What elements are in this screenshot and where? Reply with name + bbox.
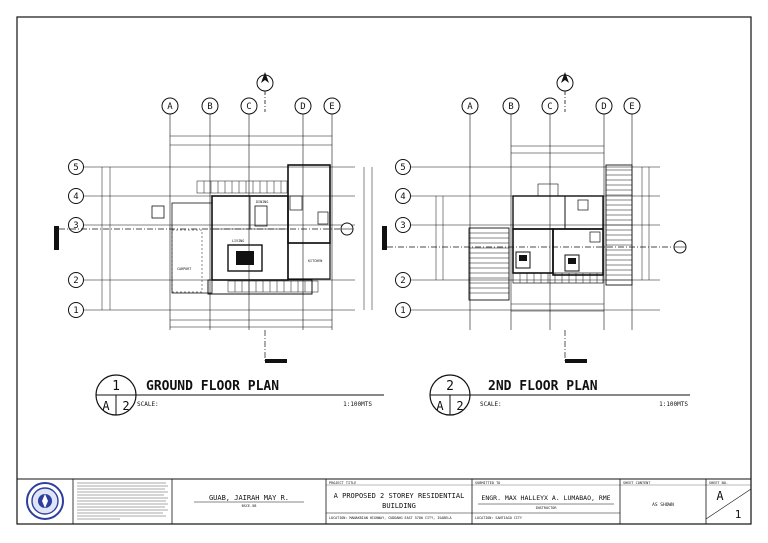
dimension-lines (101, 135, 373, 328)
grid-number-2: 2 (400, 276, 405, 286)
north-arrow-icon (256, 72, 274, 112)
grid-number-4: 4 (73, 192, 78, 202)
room-label-carport: CARPORT (177, 267, 191, 271)
grid-number-3: 3 (400, 221, 405, 231)
second-floor-title: 2 A 2 2ND FLOOR PLAN SCALE: 1:100MTS (429, 374, 690, 416)
section-mark-left (54, 226, 59, 250)
plan-sheet-number-2: 2 (456, 399, 463, 413)
section-mark-bottom (265, 359, 287, 363)
grid-letter-c: C (547, 102, 552, 112)
grid-number-bubbles-2: 5 4 3 2 1 (395, 159, 411, 318)
grid-number-5: 5 (73, 163, 78, 173)
submitted-location: LOCATION: SANTIAGO CITY (475, 516, 522, 520)
plan-number-2: 2 (446, 379, 454, 394)
grid-number-4: 4 (400, 192, 405, 202)
grid-letter-e: E (329, 102, 334, 112)
grid-letter-a: A (167, 102, 173, 112)
grid-letter-bubbles: A B C D E (161, 97, 341, 115)
designer-name: GUAB, JAIRAH MAY R. (209, 494, 289, 502)
plan-number-1: 1 (112, 379, 120, 394)
grid-number-1: 1 (73, 306, 78, 316)
north-arrow-icon (556, 72, 574, 112)
dimension-lines-2 (435, 145, 650, 312)
second-floor-walls (512, 183, 604, 284)
grid-letter-e: E (629, 102, 634, 112)
project-title-label: PROJECT TITLE (329, 481, 356, 485)
grid-letter-d: D (601, 102, 606, 112)
roof-hatch-left (468, 227, 510, 301)
room-label-dining: DINING (256, 200, 268, 204)
sheet-number: 1 (735, 508, 742, 521)
grid-number-3: 3 (73, 221, 78, 231)
grid-number-bubbles: 5 4 3 2 1 (68, 159, 84, 318)
ground-floor-walls (171, 164, 331, 295)
plan-scale-label-2: SCALE: (480, 401, 502, 408)
plan-sheet-number-1: 2 (122, 399, 129, 413)
plan-scale-label-1: SCALE: (137, 401, 159, 408)
carport-area (171, 229, 203, 293)
plan-title-ground: GROUND FLOOR PLAN (146, 379, 279, 394)
grid-letter-c: C (246, 102, 251, 112)
horizontal-gridlines (84, 166, 355, 311)
sheet-border (16, 16, 752, 525)
plan-scale-value-1: 1:100MTS (343, 401, 372, 408)
grid-letter-b: B (508, 102, 513, 112)
sheet-content-label: SHEET CONTENT (623, 481, 651, 485)
submitted-role: INSTRUCTOR (535, 506, 557, 510)
horizontal-gridlines-2 (411, 166, 660, 311)
submitted-to: ENGR. MAX HALLEYX A. LUMABAO, RME (481, 494, 610, 502)
room-label-living: LIVING (232, 239, 244, 243)
ground-floor-plan: A B C D E 5 4 3 2 1 (54, 72, 384, 416)
plan-title-second: 2ND FLOOR PLAN (488, 379, 598, 394)
university-seal-icon (26, 482, 64, 520)
grid-letter-d: D (300, 102, 305, 112)
vertical-gridlines-2 (469, 114, 633, 330)
sheet-no-label: SHEET NO. (709, 481, 728, 485)
section-bubble-right-2 (673, 240, 687, 254)
ground-floor-title: 1 A 2 GROUND FLOOR PLAN SCALE: 1:100MTS (95, 374, 384, 416)
grid-letter-b: B (207, 102, 212, 112)
disclaimer-fineprint (77, 482, 168, 520)
title-block (72, 479, 752, 524)
second-floor-plan: A B C D E 5 4 3 2 1 (382, 72, 690, 416)
plan-scale-value-2: 1:100MTS (659, 401, 688, 408)
plan-sheet-letter-2: A (436, 399, 444, 413)
vertical-gridlines (169, 114, 333, 330)
grid-number-5: 5 (400, 163, 405, 173)
grid-letter-a: A (467, 102, 473, 112)
project-location: LOCATION: MANAKBIAN HIGHWAY, CUDDANG EAS… (329, 516, 451, 520)
section-mark-bottom-2 (565, 359, 587, 363)
sheet-letter: A (716, 489, 724, 503)
grid-number-1: 1 (400, 306, 405, 316)
bedroom-furniture (515, 199, 601, 272)
project-title-line2: BUILDING (382, 502, 416, 510)
plan-sheet-letter-1: A (102, 399, 110, 413)
front-railing (196, 180, 319, 293)
room-label-kitchen: KITCHEN (308, 259, 322, 263)
grid-number-2: 2 (73, 276, 78, 286)
section-bubble-right (340, 222, 354, 236)
designer-sub: BSCE-5B (242, 504, 257, 508)
grid-letter-bubbles-2: A B C D E (461, 97, 641, 115)
roof-hatch-right (605, 164, 633, 286)
section-mark-left-2 (382, 226, 387, 250)
sheet-content-value: AS SHOWN (652, 502, 674, 508)
submitted-label: SUBMITTED TO (475, 481, 500, 485)
living-furniture (151, 195, 329, 272)
project-title-line1: A PROPOSED 2 STOREY RESIDENTIAL (334, 492, 465, 500)
